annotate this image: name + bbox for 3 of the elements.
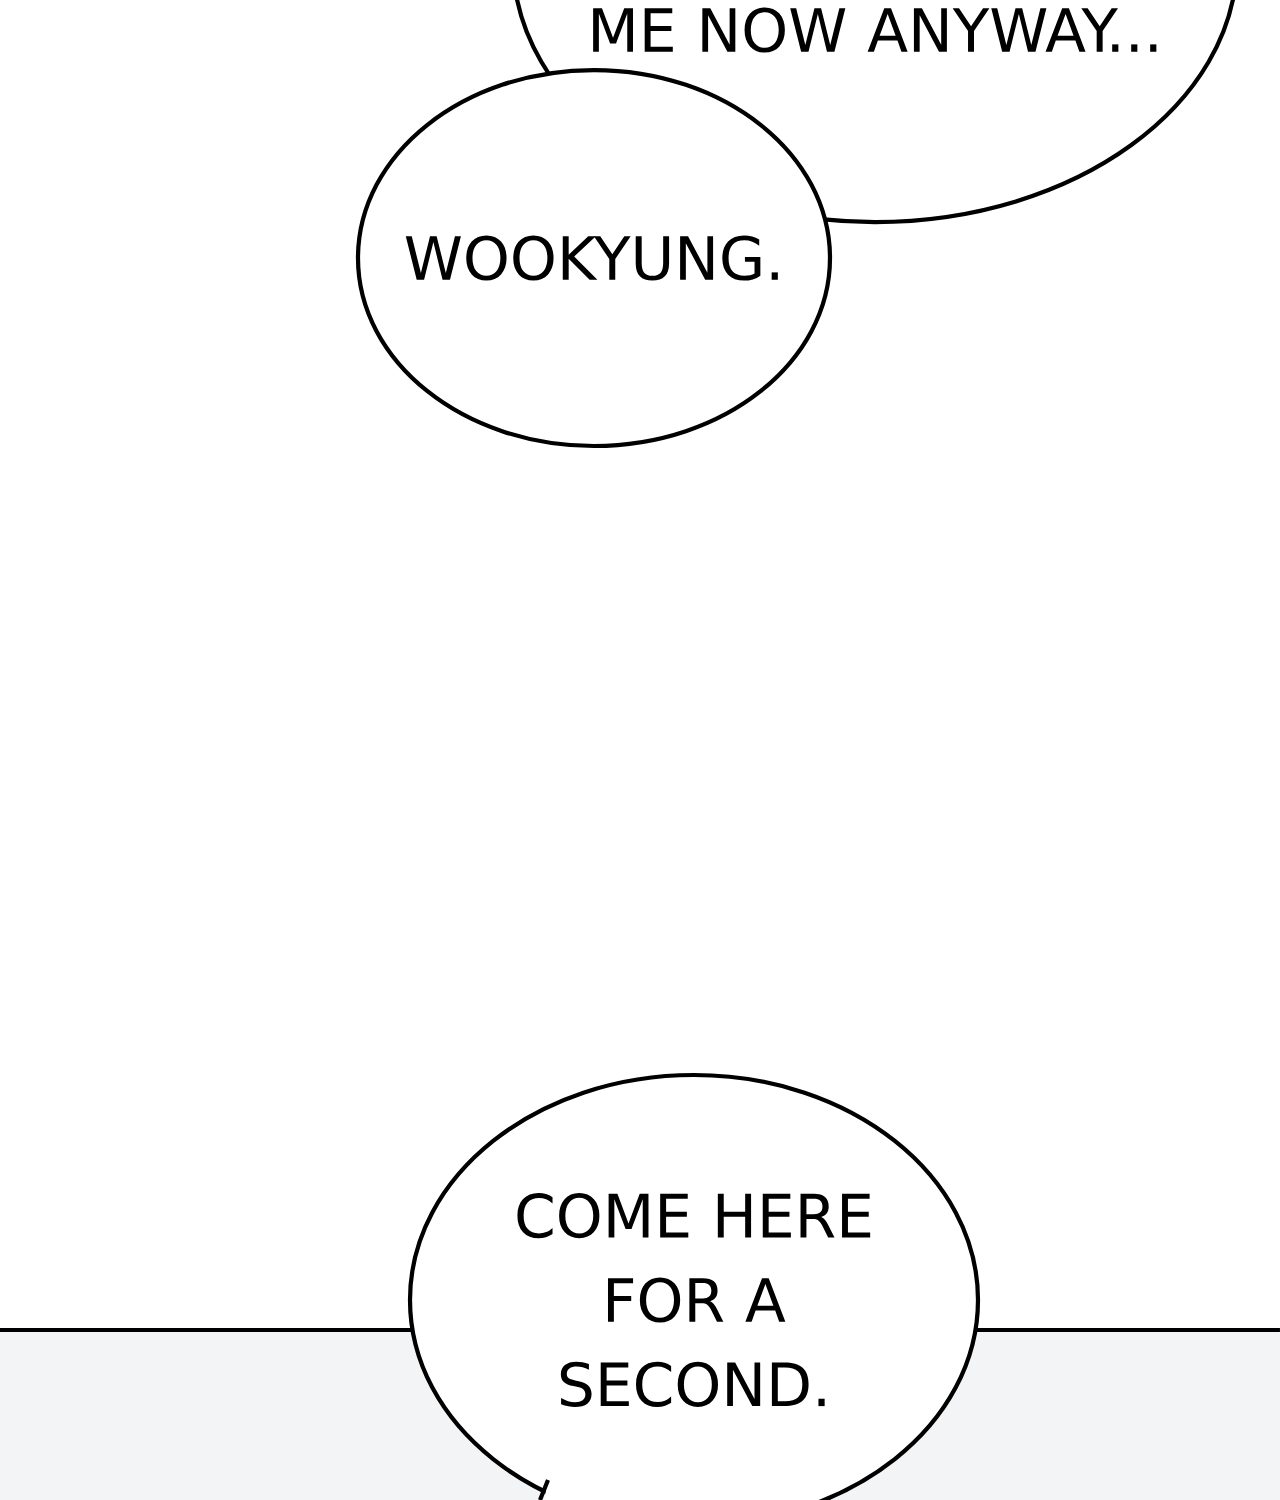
speech-bubble: COME HERE FOR A SECOND. (407, 1072, 981, 1500)
node-label: COME HERE FOR A SECOND. (517, 1193, 871, 1407)
speech-bubble: WOOKYUNG. (355, 67, 833, 449)
